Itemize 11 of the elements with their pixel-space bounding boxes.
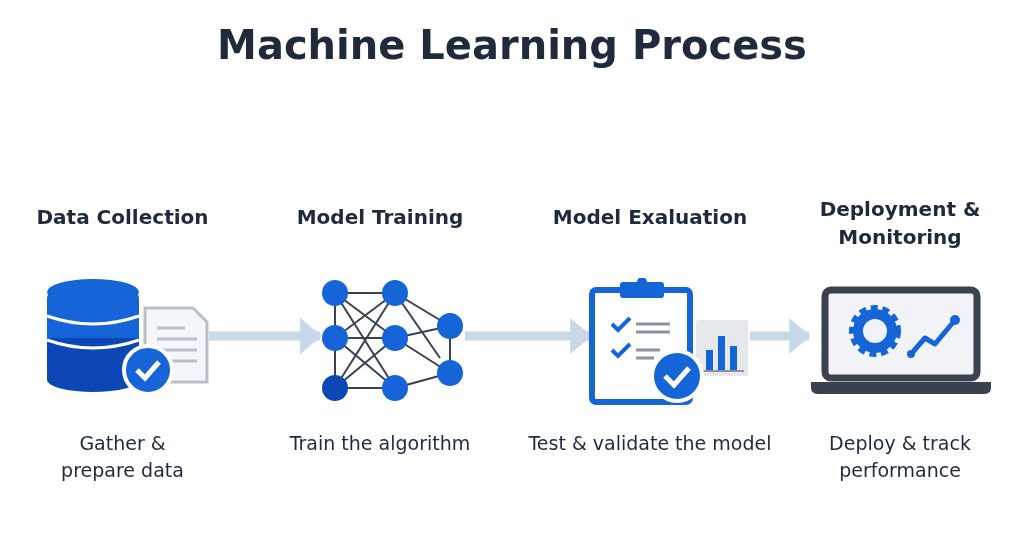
step-heading: Deployment & Monitoring bbox=[818, 196, 982, 251]
step-heading: Data Collection bbox=[35, 204, 210, 231]
title: Machine Learning Process bbox=[216, 22, 808, 68]
step-heading: Model Exaluation bbox=[551, 204, 749, 231]
step-description: Gather & prepare data bbox=[60, 431, 185, 483]
step-description: Train the algorithm bbox=[288, 431, 472, 456]
step-heading: Model Training bbox=[295, 204, 465, 231]
step-description: Deploy & track performance bbox=[828, 431, 972, 483]
step-description: Test & validate the model bbox=[527, 431, 773, 456]
arrow bbox=[209, 318, 322, 354]
arrow bbox=[750, 318, 811, 354]
